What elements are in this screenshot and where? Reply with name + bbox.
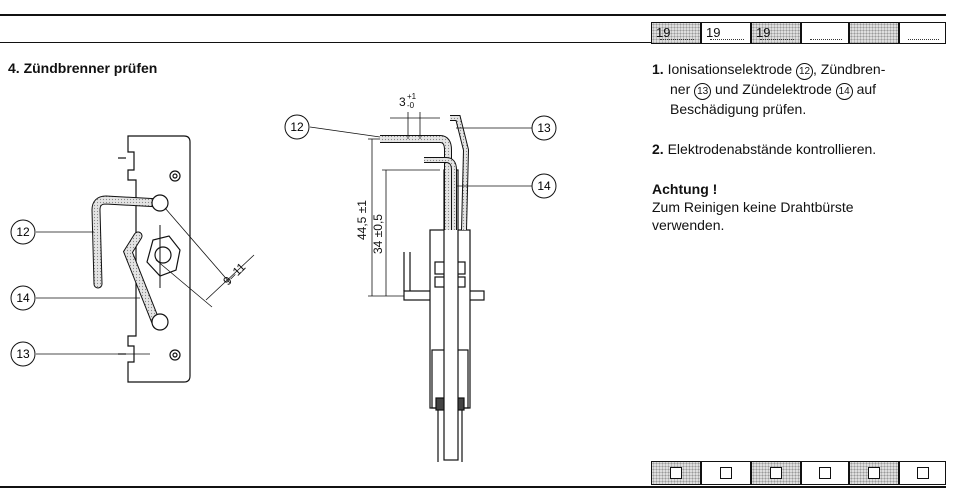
header-box-3-text: 19 <box>756 25 771 40</box>
bottom-rule <box>0 486 946 488</box>
warning-title: Achtung ! <box>652 181 718 197</box>
header-box-1: 19 <box>651 22 701 44</box>
header-box-3: 19 <box>751 22 801 44</box>
header-box-4 <box>801 22 849 44</box>
checkbox-4[interactable] <box>819 467 831 479</box>
step-1-text-b: , Zündbren- <box>813 61 886 77</box>
step-1-text-a: Ionisationselektrode <box>667 61 793 77</box>
header-box-6 <box>899 22 946 44</box>
step-1-text-e: auf <box>856 81 877 97</box>
section-title: 4. Zündbrenner prüfen <box>8 60 158 76</box>
step-2: 2. Elektrodenabstände kontrollieren. <box>652 140 876 158</box>
footer-box-4 <box>801 461 849 485</box>
step-1-text-d: und Zündelektrode <box>715 81 832 97</box>
step-1-text-c: ner <box>670 81 691 97</box>
warning-line-2: verwenden. <box>652 217 725 233</box>
step-1: 1. Ionisationselektrode 12, Zündbren- ne… <box>652 60 885 118</box>
callout-12-right <box>284 114 310 140</box>
right-figure <box>309 112 532 462</box>
callout-14-right <box>531 173 557 199</box>
header-box-2: 19 <box>701 22 751 44</box>
callout-ref-14: 14 <box>835 83 853 100</box>
svg-text:+1: +1 <box>407 92 417 101</box>
step-1-number: 1. <box>652 61 664 77</box>
svg-text:13: 13 <box>537 121 551 135</box>
screw-hole-top <box>169 170 181 182</box>
step-2-text: Elektrodenabstände kontrollieren. <box>667 141 877 157</box>
checkbox-2[interactable] <box>720 467 732 479</box>
step-2-number: 2. <box>652 141 664 157</box>
header-rule <box>0 42 651 43</box>
callout-13-left <box>10 341 36 367</box>
callout-14-left <box>10 285 36 311</box>
header-box-1-text: 19 <box>656 25 671 40</box>
header-box-2-text: 19 <box>706 25 721 40</box>
footer-box-5 <box>849 461 899 485</box>
svg-text:14: 14 <box>16 291 30 305</box>
header-box-5 <box>849 22 899 44</box>
warning-line-1: Zum Reinigen keine Drahtbürste <box>652 199 854 215</box>
right-callouts: 12 13 14 <box>284 114 557 199</box>
footer-box-1 <box>651 461 701 485</box>
left-figure: 9–11 <box>36 135 255 383</box>
checkbox-5[interactable] <box>868 467 880 479</box>
svg-text:13: 13 <box>16 347 30 361</box>
checkbox-3[interactable] <box>770 467 782 479</box>
dim-34: 34 ±0,5 <box>371 214 385 254</box>
callout-13-right <box>531 115 557 141</box>
svg-text:14: 14 <box>537 179 551 193</box>
checkbox-6[interactable] <box>916 467 929 479</box>
footer-box-3 <box>751 461 801 485</box>
svg-text:12: 12 <box>290 120 304 134</box>
footer-box-6 <box>899 461 946 485</box>
right-electrode-12 <box>380 135 452 230</box>
step-1-text-f: Beschädigung prüfen. <box>670 101 807 117</box>
callout-12-left <box>10 219 36 245</box>
footer-box-2 <box>701 461 751 485</box>
checkbox-1[interactable] <box>670 467 682 479</box>
dim-44-5: 44,5 ±1 <box>355 200 369 240</box>
top-rule <box>0 14 946 16</box>
svg-text:-0: -0 <box>407 101 415 110</box>
screw-hole-bottom <box>169 349 181 361</box>
warning: Achtung ! Zum Reinigen keine Drahtbürste… <box>652 180 854 234</box>
left-callouts: 12 14 13 <box>10 219 36 367</box>
dim-3: 3 <box>399 95 406 109</box>
svg-text:12: 12 <box>16 225 30 239</box>
right-dimension-text: 3 +1 -0 44,5 ±1 34 ±0,5 <box>355 92 417 254</box>
